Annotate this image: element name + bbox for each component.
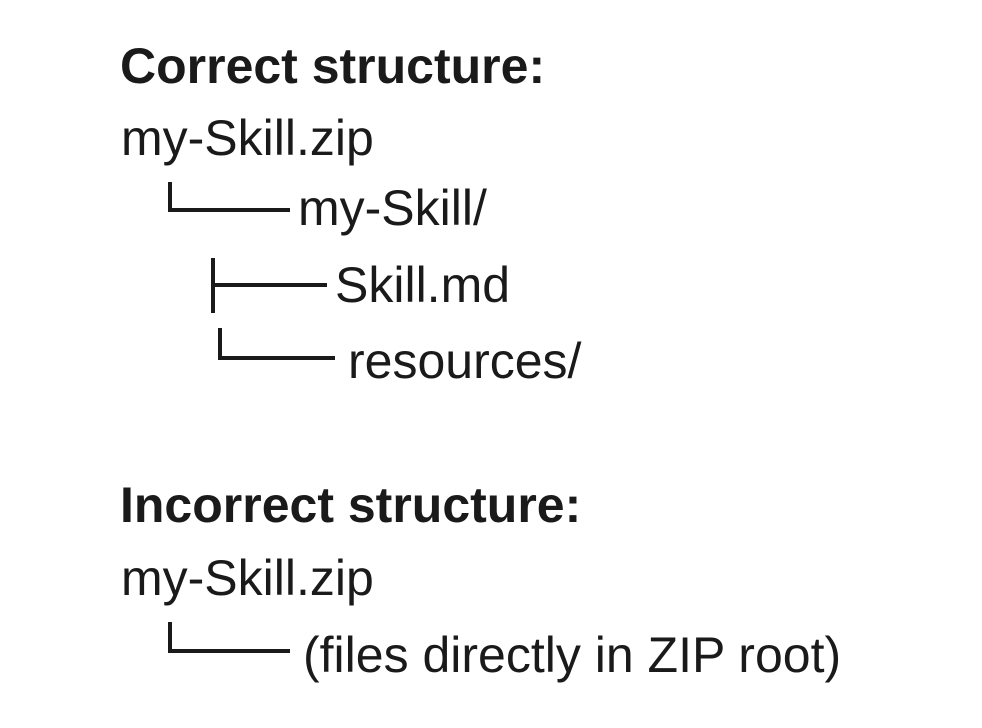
tree-item-label-my-skill-folder: my-Skill/ bbox=[298, 180, 487, 236]
tree-branch-tee-icon bbox=[211, 258, 327, 313]
tee-horizontal-bar bbox=[211, 283, 327, 287]
heading-incorrect-structure: Incorrect structure: bbox=[120, 477, 582, 533]
zip-root-label: my-Skill.zip bbox=[121, 110, 374, 166]
heading-correct-structure: Correct structure: bbox=[120, 38, 546, 94]
tree-item-label-skill-md: Skill.md bbox=[335, 257, 511, 313]
tree-branch-elbow-icon bbox=[218, 328, 335, 360]
tree-branch-elbow-icon bbox=[168, 182, 290, 212]
tree-branch-elbow-icon bbox=[168, 622, 290, 653]
tree-item-label-files-in-zip-root: (files directly in ZIP root) bbox=[303, 627, 842, 683]
zip-root-label: my-Skill.zip bbox=[121, 550, 374, 606]
tree-item-label-resources: resources/ bbox=[348, 333, 582, 389]
